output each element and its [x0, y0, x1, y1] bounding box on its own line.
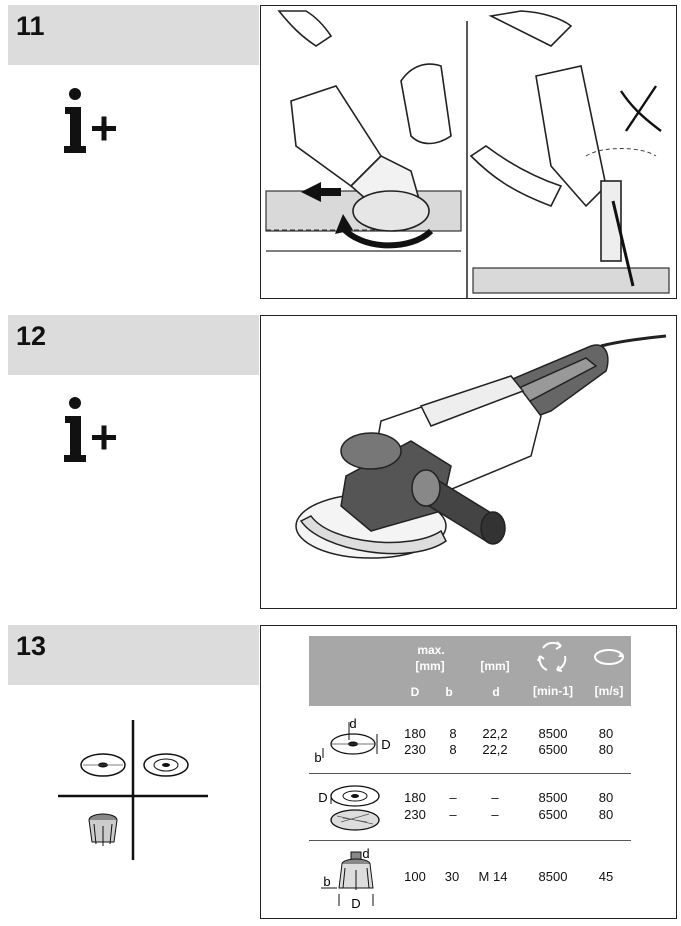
- table-header: max. [mm] [mm] D b d [min-1] [m/s]: [309, 636, 631, 706]
- header-max: max.: [417, 643, 445, 657]
- row-divider: [309, 840, 631, 841]
- header-mm-right: [mm]: [480, 659, 510, 673]
- cutting-disc-diagram: d D b: [314, 718, 390, 765]
- r2-rpm-2: 6500: [538, 807, 568, 822]
- r3-rpm: 8500: [538, 869, 568, 884]
- grinding-disc-diagram: D: [318, 785, 380, 831]
- accessory-spec-table: max. [mm] [mm] D b d [min-1] [m/s] d D: [260, 625, 677, 919]
- r1-rpm-1: 8500: [538, 726, 568, 741]
- r1-speed-2: 80: [598, 742, 614, 757]
- r1-d-1: 22,2: [482, 726, 508, 741]
- angle-grinder-illustration: [295, 334, 667, 559]
- section-11-header: 11: [8, 5, 259, 65]
- label-D: D: [381, 737, 390, 752]
- figure-12-panel: [260, 315, 677, 609]
- r1-d-2: 22,2: [482, 742, 508, 757]
- row-divider: [309, 773, 631, 774]
- r1-D-1: 180: [404, 726, 426, 741]
- section-13-header: 13: [8, 625, 259, 685]
- info-plus-icon: [62, 397, 142, 467]
- r2-speed-1: 80: [598, 790, 614, 805]
- r3-d: M 14: [478, 869, 508, 884]
- section-12-header: 12: [8, 315, 259, 375]
- header-mm-left: [mm]: [415, 659, 445, 673]
- r2-d-2: –: [491, 807, 499, 822]
- rotation-speed-icon: [537, 641, 567, 672]
- r3-b: 30: [444, 869, 460, 884]
- accessories-cross-icon: [58, 720, 208, 860]
- label-d: d: [362, 846, 369, 861]
- r3-D: 100: [404, 869, 426, 884]
- peripheral-speed-icon: [594, 649, 624, 665]
- label-d: d: [349, 718, 356, 731]
- header-rpm-unit: [min-1]: [533, 684, 573, 698]
- figure-11-illustration: [265, 10, 670, 298]
- section-number: 12: [16, 321, 47, 351]
- figure-11-panel: [260, 5, 677, 299]
- section-number: 13: [16, 631, 47, 661]
- label-b: b: [323, 874, 330, 889]
- r2-D-1: 180: [404, 790, 426, 805]
- r1-rpm-2: 6500: [538, 742, 568, 757]
- header-col-d: d: [492, 685, 500, 699]
- r1-b-2: 8: [449, 742, 457, 757]
- label-D: D: [318, 790, 327, 805]
- r1-b-1: 8: [449, 726, 457, 741]
- label-b: b: [314, 750, 321, 765]
- section-number: 11: [16, 11, 45, 41]
- r2-b-1: –: [449, 790, 457, 805]
- header-col-D: D: [410, 685, 420, 699]
- label-D: D: [351, 896, 360, 911]
- r3-speed: 45: [598, 869, 614, 884]
- info-plus-icon: [62, 88, 142, 158]
- r2-b-2: –: [449, 807, 457, 822]
- cup-brush-diagram: d b D: [321, 846, 374, 911]
- r2-rpm-1: 8500: [538, 790, 568, 805]
- header-col-b: b: [445, 685, 453, 699]
- header-speed-unit: [m/s]: [594, 684, 624, 698]
- r2-d-1: –: [491, 790, 499, 805]
- r2-D-2: 230: [404, 807, 426, 822]
- r1-speed-1: 80: [598, 726, 614, 741]
- r2-speed-2: 80: [598, 807, 614, 822]
- r1-D-2: 230: [404, 742, 426, 757]
